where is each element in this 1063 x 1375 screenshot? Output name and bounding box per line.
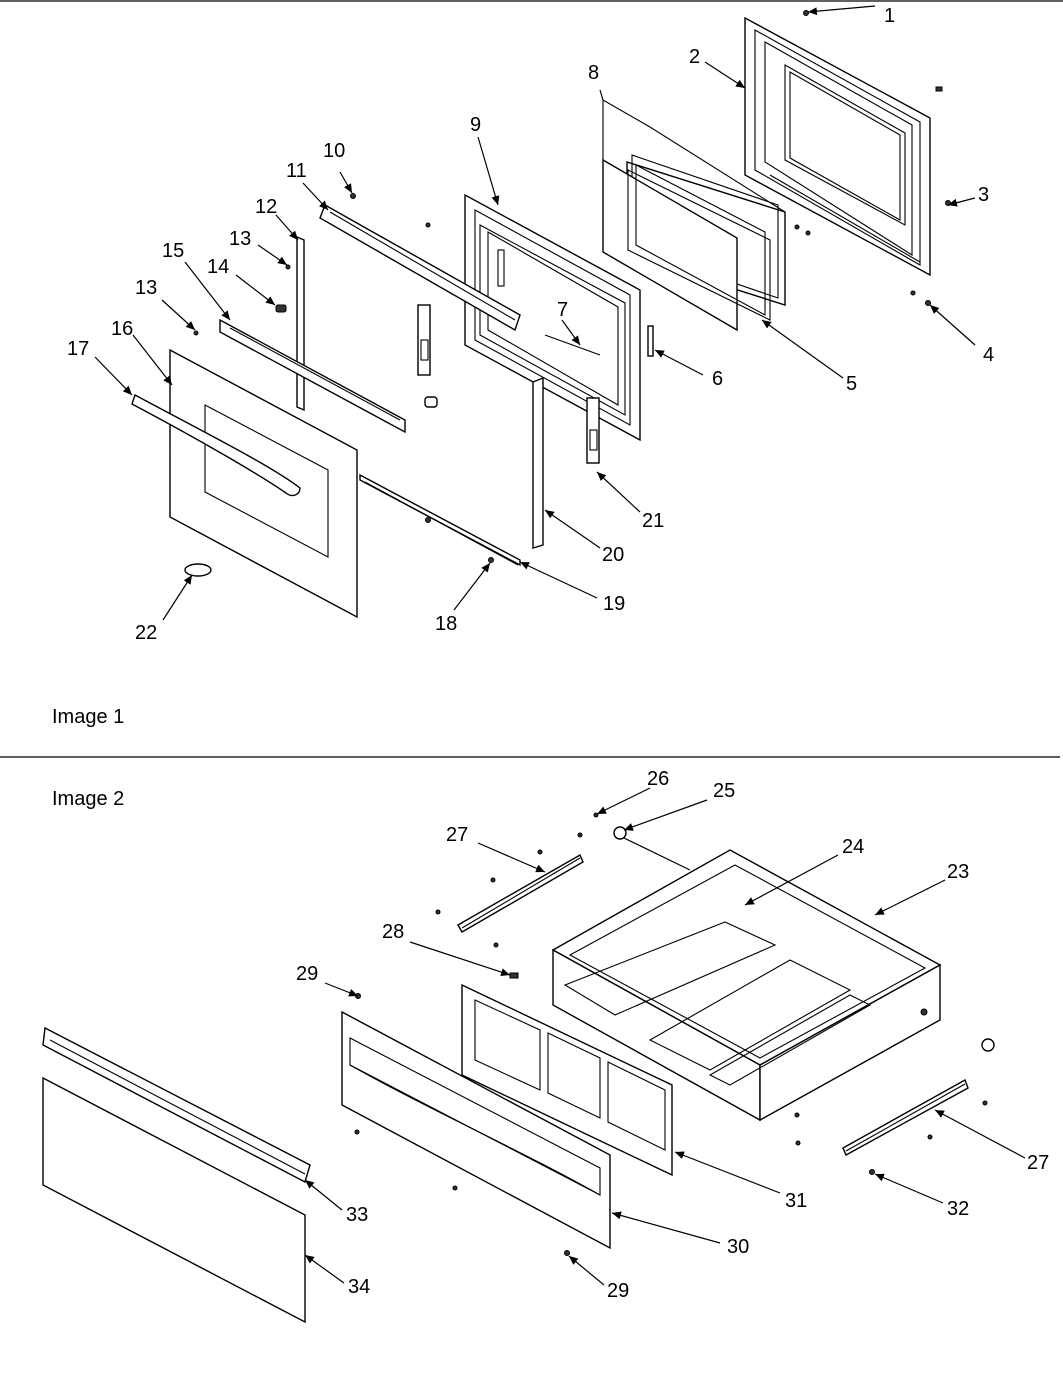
frame-screw-a <box>794 224 800 230</box>
part-25-roller <box>613 826 627 840</box>
part-11-top-rail <box>319 203 521 332</box>
callout-29-upper: 29 <box>296 963 318 985</box>
callout-15: 15 <box>162 240 184 262</box>
part-19-bottom-rail <box>359 473 521 567</box>
part-31-drawer-front-frame <box>461 983 673 1177</box>
frame-screw-c <box>910 290 916 296</box>
callout-8: 8 <box>588 62 599 84</box>
part-13-screw-upper <box>285 264 291 270</box>
bracket-screw-i <box>795 1140 801 1146</box>
image-1-leaders <box>94 5 976 621</box>
callout-7: 7 <box>557 299 568 321</box>
image-1-callouts: 1 2 3 4 5 6 7 8 9 10 11 12 13 14 15 13 1… <box>67 5 994 644</box>
callout-18: 18 <box>435 613 457 635</box>
part-18-screw <box>488 557 494 563</box>
part-2-inner-door-liner <box>744 16 943 277</box>
callout-6: 6 <box>712 368 723 390</box>
part-14-bumper <box>275 304 287 313</box>
frame-screw-b <box>805 230 811 236</box>
part-23-drawer-box <box>551 849 942 1122</box>
callout-13-upper: 13 <box>229 228 251 250</box>
rail-screw <box>425 517 431 523</box>
callout-21: 21 <box>642 510 664 532</box>
part-30-drawer-front-panel <box>341 1010 611 1250</box>
bracket-screw-c <box>490 877 496 883</box>
part-24-floor-recess-2 <box>648 959 852 1071</box>
callout-9: 9 <box>470 114 481 136</box>
part-15-top-trim <box>219 318 406 434</box>
part-10-screw <box>350 193 356 199</box>
callout-3: 3 <box>978 184 989 206</box>
callout-14: 14 <box>207 256 229 278</box>
callout-30: 30 <box>727 1236 749 1258</box>
part-13-screw-lower <box>193 330 199 336</box>
part-20-side-channel <box>532 376 544 549</box>
bracket-screw-a <box>577 832 583 838</box>
bracket-screw-e <box>493 942 499 948</box>
part-34-outer-drawer-panel <box>42 1076 306 1324</box>
callout-13-lower: 13 <box>135 277 157 299</box>
callout-28: 28 <box>382 921 404 943</box>
callout-24: 24 <box>842 836 864 858</box>
oven-door-assembly <box>131 10 951 619</box>
callout-5: 5 <box>846 373 857 395</box>
bracket-screw-g <box>927 1134 933 1140</box>
part-24-floor-recess-3 <box>708 994 872 1086</box>
callout-22: 22 <box>135 622 157 644</box>
hinge-screw <box>425 222 431 228</box>
part-16-outer-door-panel <box>169 348 358 619</box>
part-27-slide-rail-right <box>842 1078 969 1156</box>
part-6-bracket <box>647 325 654 357</box>
part-4-screw <box>925 300 931 306</box>
callout-4: 4 <box>983 344 994 366</box>
callout-27-upper: 27 <box>446 824 468 846</box>
bracket-screw-f <box>982 1100 988 1106</box>
callout-10: 10 <box>323 140 345 162</box>
callout-26: 26 <box>647 768 669 790</box>
panel-screw-b <box>452 1185 458 1191</box>
part-12-side-channel <box>296 235 305 412</box>
bracket-screw-d <box>435 909 441 915</box>
callout-16: 16 <box>111 318 133 340</box>
hinge-left <box>417 304 438 408</box>
part-29-screw-lower <box>564 1250 570 1256</box>
image-2-callouts: 26 25 24 23 27 28 29 31 30 29 27 32 33 3… <box>296 768 1049 1302</box>
callout-2: 2 <box>689 46 700 68</box>
part-27-slide-rail-left <box>457 854 584 933</box>
callout-25: 25 <box>713 780 735 802</box>
part-1-screw <box>803 10 809 16</box>
section-label-image-2: Image 2 <box>52 788 124 810</box>
part-21-hinge <box>586 397 600 464</box>
part-28-clip <box>509 972 519 979</box>
callout-27-lower: 27 <box>1027 1152 1049 1174</box>
callout-33: 33 <box>346 1204 368 1226</box>
callout-29-lower: 29 <box>607 1280 629 1302</box>
panel-screw <box>354 1129 360 1135</box>
callout-20: 20 <box>602 544 624 566</box>
callout-12: 12 <box>255 196 277 218</box>
part-32-screw <box>869 1169 875 1175</box>
callout-31: 31 <box>785 1190 807 1212</box>
callout-17: 17 <box>67 338 89 360</box>
section-label-image-1: Image 1 <box>52 706 124 728</box>
callout-1: 1 <box>884 5 895 27</box>
callout-32: 32 <box>947 1198 969 1220</box>
part-22-badge <box>184 563 212 577</box>
bracket-screw-h <box>794 1112 800 1118</box>
callout-34: 34 <box>348 1276 370 1298</box>
bracket-screw-b <box>537 849 543 855</box>
callout-19: 19 <box>603 593 625 615</box>
drawer-assembly <box>42 812 995 1324</box>
callout-23: 23 <box>947 861 969 883</box>
roller-right <box>981 1038 995 1052</box>
part-24-floor-recess-1 <box>563 921 777 1016</box>
image-2-leaders <box>304 787 1026 1286</box>
part-17-door-handle <box>131 393 301 497</box>
callout-11: 11 <box>286 160 307 182</box>
